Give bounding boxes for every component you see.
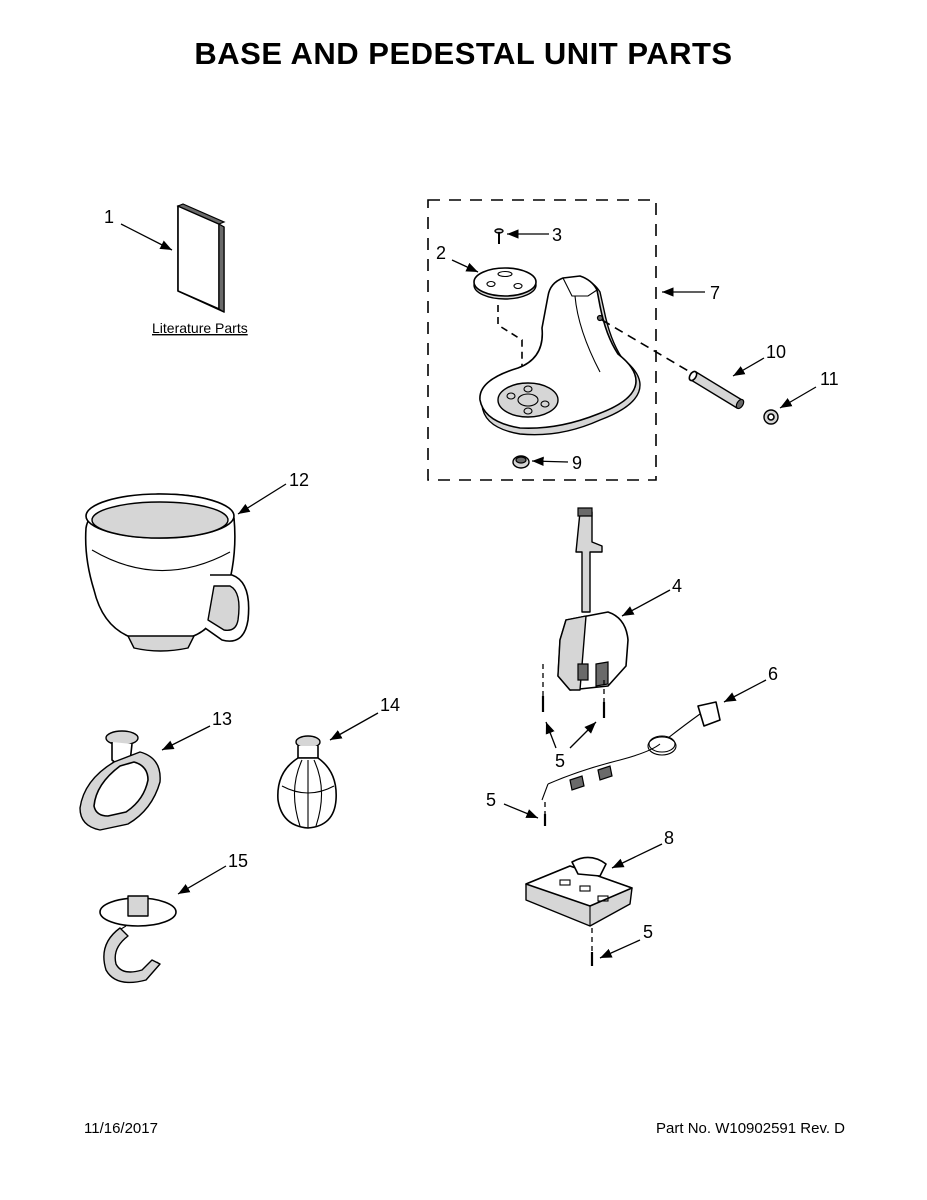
footer-date: 11/16/2017 [84, 1120, 158, 1137]
gear-housing-4[interactable] [557, 507, 629, 691]
leader-9 [531, 456, 569, 467]
page-title: BASE AND PEDESTAL UNIT PARTS [194, 36, 733, 71]
callout-7: 7 [710, 283, 720, 303]
callout-12: 12 [289, 470, 309, 490]
callout-5-a: 5 [555, 751, 565, 771]
callout-15: 15 [228, 851, 248, 871]
leader-5a-1 [545, 721, 557, 749]
leader-4 [621, 589, 671, 617]
foot-9[interactable] [512, 455, 530, 469]
callout-13: 13 [212, 709, 232, 729]
callout-14: 14 [380, 695, 400, 715]
mixing-bowl-12[interactable] [84, 493, 250, 652]
callout-2: 2 [436, 243, 446, 263]
callout-11: 11 [820, 369, 839, 389]
hinge-pin-dashline [601, 319, 691, 373]
footer-part-number: Part No. W10902591 Rev. D [656, 1120, 845, 1137]
callout-10: 10 [766, 342, 786, 362]
callout-9: 9 [572, 453, 582, 473]
leader-11 [779, 386, 817, 409]
screw-3[interactable] [494, 228, 504, 244]
retaining-clip-11[interactable] [763, 409, 779, 425]
dough-hook-15[interactable] [99, 895, 177, 984]
leader-6 [723, 679, 767, 703]
callout-1: 1 [104, 207, 114, 227]
pedestal-base[interactable] [479, 275, 641, 436]
leader-5c [599, 939, 641, 959]
callout-5-c: 5 [643, 922, 653, 942]
leader-1 [120, 223, 173, 251]
base-plate-8[interactable] [525, 856, 633, 927]
pedestal-assembly-box [427, 199, 657, 481]
hinge-pin-10[interactable] [688, 370, 745, 410]
callout-6: 6 [768, 664, 778, 684]
leader-13 [161, 725, 211, 751]
leader-2 [451, 259, 479, 273]
callout-5-b: 5 [486, 790, 496, 810]
flat-beater-13[interactable] [79, 730, 161, 831]
leader-5a-2 [569, 721, 597, 749]
callout-3: 3 [552, 225, 562, 245]
leader-12 [237, 483, 287, 515]
leader-10 [732, 357, 765, 377]
literature-label: Literature Parts [152, 320, 248, 336]
leader-8 [611, 843, 663, 869]
wire-whip-14[interactable] [277, 735, 337, 829]
trim-plate-2[interactable] [473, 267, 537, 300]
callout-4: 4 [672, 576, 682, 596]
leader-14 [329, 712, 379, 741]
literature-booklet[interactable] [176, 203, 226, 314]
power-cord-6[interactable] [541, 701, 721, 801]
leader-5b [503, 803, 539, 819]
leader-15 [177, 865, 227, 895]
callout-8: 8 [664, 828, 674, 848]
